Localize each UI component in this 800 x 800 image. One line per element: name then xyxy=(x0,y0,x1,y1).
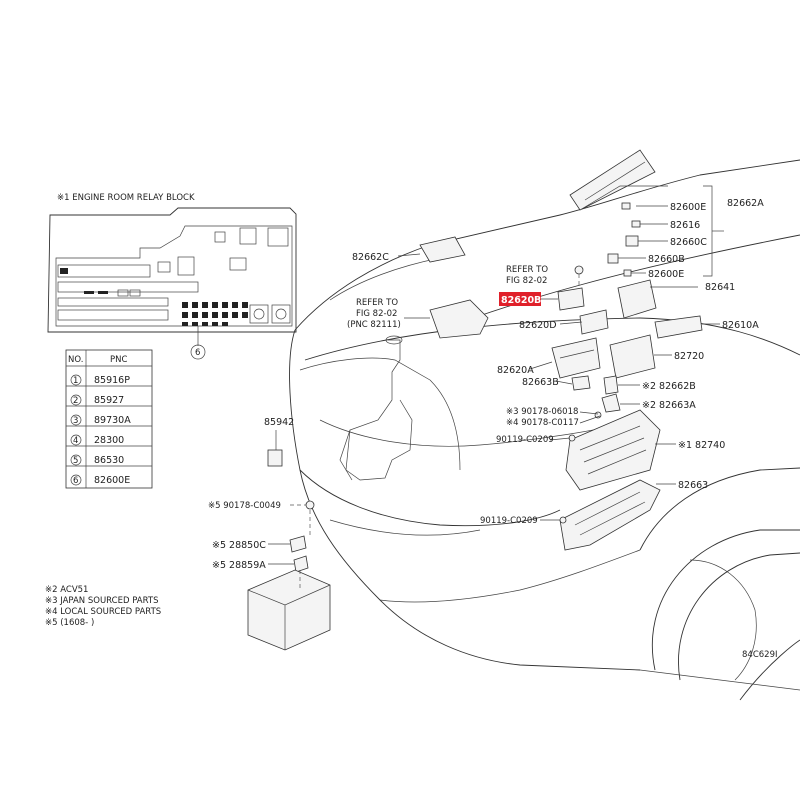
relay-callout-number: 6 xyxy=(195,348,200,358)
part-82662A-cover xyxy=(569,149,656,211)
label-82720: 82720 xyxy=(674,351,704,362)
label-90178-06018: ※3 90178-06018 xyxy=(506,407,578,417)
table-header-pnc: PNC xyxy=(110,355,127,365)
ref-line-2: FIG 82-02 xyxy=(506,276,547,286)
ref-82111-line-3: (PNC 82111) xyxy=(347,320,401,330)
label-82662A: 82662A xyxy=(727,198,764,209)
part-82641-box xyxy=(617,279,657,319)
label-90119-C0209-a: 90119-C0209 xyxy=(496,435,554,445)
label-82600E-mid: 82600E xyxy=(648,269,684,280)
part-82620D xyxy=(579,309,609,335)
note-acv51: ※2 ACV51 xyxy=(45,585,88,595)
table-row-pnc: 86530 xyxy=(94,455,124,466)
table-row-no: 2 xyxy=(73,396,78,406)
ref-line-1: REFER TO xyxy=(506,265,548,275)
part-82620B xyxy=(557,287,585,311)
part-terminal-clamps xyxy=(289,500,315,573)
battery xyxy=(247,569,331,651)
washer-tank xyxy=(339,335,413,481)
table-header-no: NO. xyxy=(68,355,83,365)
label-82663B: 82663B xyxy=(522,377,559,388)
note-local: ※4 LOCAL SOURCED PARTS xyxy=(45,607,161,617)
label-28850C: ※5 28850C xyxy=(212,540,266,551)
table-row-no: 3 xyxy=(73,416,78,426)
label-82616: 82616 xyxy=(670,220,700,231)
label-90119-C0209-b: 90119-C0209 xyxy=(480,516,538,526)
part-82600E-small xyxy=(623,269,632,277)
highlight-box xyxy=(499,292,541,306)
pnc-table: NO. PNC 1 85916P 2 85927 3 89730A 4 2830… xyxy=(65,349,153,489)
table-row-pnc: 82600E xyxy=(94,475,130,486)
label-82620B-highlighted: 82620B xyxy=(501,295,541,306)
table-row-no: 4 xyxy=(73,436,78,446)
note-japan: ※3 JAPAN SOURCED PARTS xyxy=(45,596,158,606)
table-row-pnc: 89730A xyxy=(94,415,131,426)
label-82663A: ※2 82663A xyxy=(642,400,696,411)
part-85942 xyxy=(267,449,283,467)
table-row-no: 6 xyxy=(73,476,78,486)
label-82620D: 82620D xyxy=(519,320,557,331)
label-82740: ※1 82740 xyxy=(678,440,725,451)
label-82660C: 82660C xyxy=(670,237,707,248)
label-82662C: 82662C xyxy=(352,252,389,263)
label-85942: 85942 xyxy=(264,417,294,428)
label-82663: 82663 xyxy=(678,480,708,491)
part-labels: 82662A 82600E 82616 82660C 82660B 82600E… xyxy=(208,198,777,660)
part-82660B-relay xyxy=(607,253,619,264)
part-82662C-cover xyxy=(419,236,466,263)
part-82660C-relay xyxy=(625,235,639,247)
part-82620A-bracket xyxy=(551,337,601,379)
table-row-pnc: 85927 xyxy=(94,395,124,406)
part-82662B xyxy=(603,375,619,395)
table-row-pnc: 28300 xyxy=(94,435,124,446)
part-82663A xyxy=(601,393,621,413)
part-82720-module xyxy=(609,334,656,379)
part-82740-relay-block xyxy=(565,409,661,491)
label-90178-C0049: ※5 90178-C0049 xyxy=(208,501,281,511)
label-82620A: 82620A xyxy=(497,365,534,376)
part-bolt xyxy=(559,516,567,524)
part-82600E-fuse xyxy=(621,202,631,210)
label-82662B: ※2 82662B xyxy=(642,381,696,392)
label-82660B: 82660B xyxy=(648,254,685,265)
note-date: ※5 (1608- ) xyxy=(45,618,94,628)
part-82111-ref xyxy=(429,299,489,339)
table-row-no: 1 xyxy=(73,376,78,386)
car-body-outline xyxy=(289,159,800,701)
table-row-pnc: 85916P xyxy=(94,375,130,386)
leader-lines xyxy=(268,185,724,590)
part-82610A xyxy=(654,315,703,339)
ref-82111-line-2: FIG 82-02 xyxy=(356,309,397,319)
part-clip xyxy=(574,265,584,275)
part-82663B xyxy=(571,375,591,391)
label-82641: 82641 xyxy=(705,282,735,293)
label-90178-C0117: ※4 90178-C0117 xyxy=(506,418,579,428)
label-28859A: ※5 28859A xyxy=(212,560,266,571)
notes: ※2 ACV51 ※3 JAPAN SOURCED PARTS ※4 LOCAL… xyxy=(45,585,161,628)
label-82600E: 82600E xyxy=(670,202,706,213)
table-row-no: 5 xyxy=(73,456,78,466)
relay-block-panel: ※1 ENGINE ROOM RELAY BLOCK 6 xyxy=(47,193,297,360)
diagram-code: 84C629I xyxy=(742,650,777,660)
ref-82111-line-1: REFER TO xyxy=(356,298,398,308)
label-82610A: 82610A xyxy=(722,320,759,331)
part-82616 xyxy=(631,220,641,228)
relay-block-title: ※1 ENGINE ROOM RELAY BLOCK xyxy=(57,193,195,203)
part-82663-lower xyxy=(559,479,661,551)
